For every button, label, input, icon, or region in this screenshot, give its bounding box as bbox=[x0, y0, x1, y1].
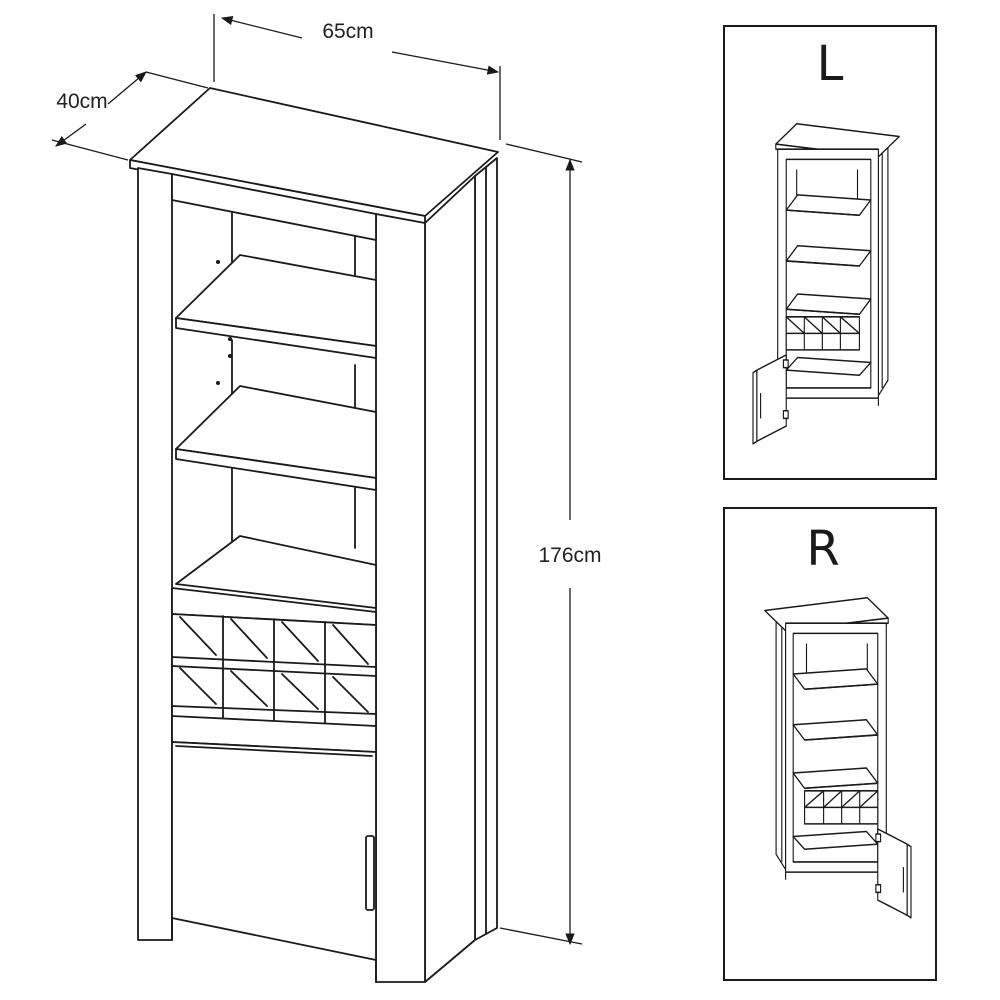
variant-right-letter: R bbox=[806, 521, 839, 577]
width-label: 65cm bbox=[322, 20, 373, 43]
depth-label: 40cm bbox=[56, 90, 107, 113]
variant-left-letter: L bbox=[817, 36, 844, 92]
variant-right-panel: R bbox=[723, 507, 937, 981]
height-label: 176cm bbox=[538, 544, 601, 567]
variant-left-panel: L bbox=[723, 25, 937, 480]
main-cabinet-drawing bbox=[129, 87, 499, 983]
dimension-lines bbox=[51, 14, 583, 946]
